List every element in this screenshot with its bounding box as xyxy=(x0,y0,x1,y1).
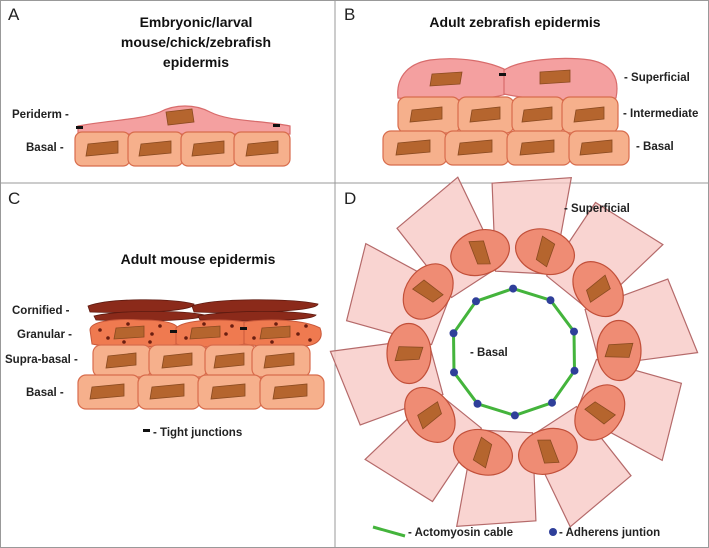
superficial-ring xyxy=(329,176,699,528)
nucleus xyxy=(472,436,493,469)
actomyosin-legend: - Actomyosin cable xyxy=(408,527,513,539)
nucleus xyxy=(573,106,605,123)
nucleus xyxy=(539,69,571,85)
panel-a-title-line-3: epidermis xyxy=(163,54,229,70)
tight-junctions-legend: - Tight junctions xyxy=(153,427,242,439)
granular-label: Granular - xyxy=(17,329,72,341)
panel-b: B Adult zebrafish epidermis xyxy=(344,5,698,166)
adherens-junction xyxy=(546,296,555,305)
adherens-legend: - Adherens juntion xyxy=(559,527,660,539)
panel-d-letter: D xyxy=(344,189,356,208)
nucleus xyxy=(412,279,444,303)
nucleus xyxy=(521,106,553,123)
basal-ring xyxy=(386,228,642,476)
nucleus xyxy=(213,352,245,369)
nucleus xyxy=(519,139,555,156)
keratohyalin-granules xyxy=(98,322,312,344)
superficial-cell xyxy=(345,242,453,346)
basal-label-a: Basal - xyxy=(26,142,64,154)
nucleus xyxy=(395,139,431,156)
nucleus xyxy=(417,401,442,430)
cornified-label: Cornified - xyxy=(12,305,70,317)
tight-junction xyxy=(76,126,83,129)
basal-row-b xyxy=(382,130,630,166)
nucleus xyxy=(468,240,491,265)
nucleus xyxy=(259,325,291,340)
nucleus xyxy=(584,401,616,425)
superficial-label-d: - Superficial xyxy=(564,203,630,215)
adherens-junction xyxy=(509,284,518,293)
panel-c-letter: C xyxy=(8,189,20,208)
tight-junction xyxy=(170,330,177,333)
nucleus xyxy=(409,106,443,123)
nucleus xyxy=(586,274,611,303)
panel-a-title-line-1: Embryonic/larval xyxy=(140,14,253,30)
actomyosin-legend-icon xyxy=(372,525,406,538)
suprabasal-label: Supra-basal - xyxy=(5,354,78,366)
nucleus xyxy=(245,140,279,157)
superficial-label-b: - Superficial xyxy=(624,72,690,84)
panel-c: C Adult mouse epidermis xyxy=(5,189,325,439)
panel-b-title: Adult zebrafish epidermis xyxy=(429,14,600,30)
panel-a: A Embryonic/larval mouse/chick/zebrafish… xyxy=(8,5,291,167)
nucleus xyxy=(457,139,493,156)
basal-label-c: Basal - xyxy=(26,387,64,399)
nucleus xyxy=(272,383,308,400)
intermediate-row xyxy=(397,96,619,134)
tight-junction xyxy=(240,327,247,330)
nucleus xyxy=(210,383,246,400)
nucleus xyxy=(85,140,119,157)
superficial-cell xyxy=(575,358,683,462)
nucleus xyxy=(535,235,556,268)
intermediate-label: - Intermediate xyxy=(623,108,698,120)
adherens-junction xyxy=(570,366,579,375)
basal-row-c xyxy=(77,374,325,410)
nucleus xyxy=(604,342,634,358)
adherens-junction xyxy=(450,368,458,377)
actomyosin-ring xyxy=(449,284,579,420)
panel-d: D - Superficial - Basal - Actomyosin cab… xyxy=(329,176,699,539)
panel-c-title: Adult mouse epidermis xyxy=(121,251,276,267)
cornified-layer xyxy=(87,299,319,322)
basal-label-d: - Basal xyxy=(470,347,508,359)
adherens-junction xyxy=(510,411,519,420)
suprabasal-row xyxy=(92,344,311,378)
nucleus xyxy=(149,383,185,400)
basal-label-b: - Basal xyxy=(636,141,674,153)
granular-layer xyxy=(89,319,322,348)
adherens-junction xyxy=(570,327,578,336)
adherens-junction xyxy=(472,297,480,306)
nucleus xyxy=(191,140,225,157)
nucleus xyxy=(537,439,560,464)
nucleus xyxy=(469,106,501,123)
panel-a-title-line-2: mouse/chick/zebrafish xyxy=(121,34,271,50)
nucleus xyxy=(189,325,221,340)
basal-row-a xyxy=(74,131,291,167)
nucleus xyxy=(394,346,424,362)
panel-b-letter: B xyxy=(344,5,355,24)
periderm-label: Periderm - xyxy=(12,109,69,121)
tight-junction-legend-icon xyxy=(143,429,150,432)
tight-junction xyxy=(273,124,280,127)
periderm-nucleus xyxy=(165,108,195,126)
adherens-junction xyxy=(473,399,482,408)
nucleus xyxy=(429,71,463,87)
nucleus xyxy=(113,325,145,340)
tight-junction xyxy=(499,73,506,76)
nucleus xyxy=(263,352,295,369)
adherens-junction xyxy=(548,398,556,407)
panel-a-letter: A xyxy=(8,5,20,24)
nucleus xyxy=(579,139,613,156)
nucleus xyxy=(138,140,172,157)
nucleus xyxy=(105,352,137,369)
adherens-junction xyxy=(449,329,458,338)
nucleus xyxy=(161,352,193,369)
nucleus xyxy=(89,383,125,400)
adherens-legend-icon xyxy=(549,528,557,536)
